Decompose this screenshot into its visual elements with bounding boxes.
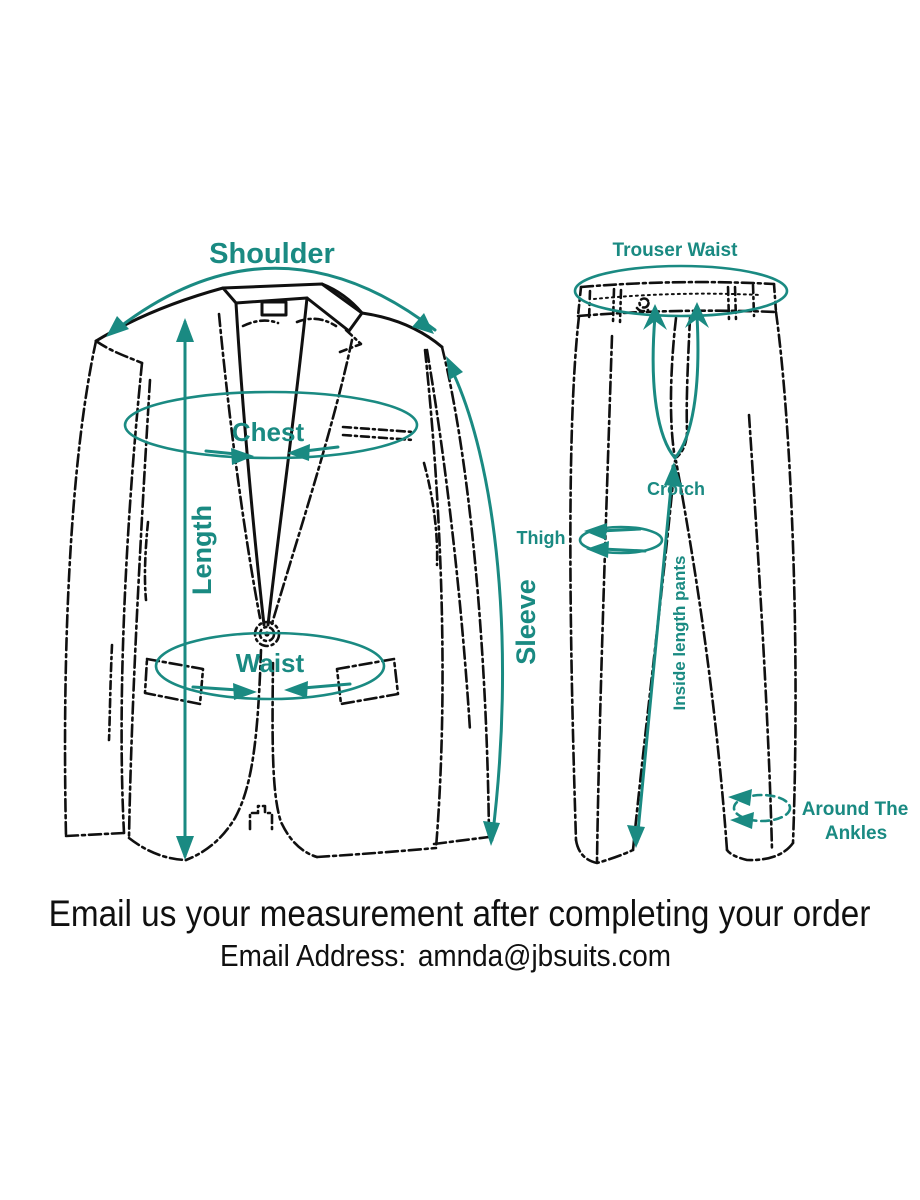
jacket-left-lapel-roll	[234, 301, 266, 627]
jacket-undercollar-curve-left	[241, 319, 280, 328]
jacket-vent-detail	[248, 804, 274, 831]
thigh-label: Thigh	[517, 528, 566, 548]
jacket-right-shoulder-seam	[320, 282, 444, 349]
sleeve-arrow-bottom	[483, 821, 500, 846]
jacket-left-body-edge	[127, 378, 152, 840]
jacket-drawing	[63, 282, 491, 862]
length-label: Length	[187, 505, 217, 595]
around-ankles-label-line2: Ankles	[825, 823, 887, 844]
footer-email-line: Email Address: amnda@jbsuits.com	[0, 938, 920, 974]
trouser-fly-right	[675, 316, 692, 459]
jacket-left-lapel-edge	[217, 312, 262, 620]
waist-arrow-left	[233, 683, 257, 700]
footer-email-address: amnda@jbsuits.com	[418, 938, 672, 973]
trouser-left-hem	[574, 838, 635, 865]
jacket-right-dart	[422, 461, 439, 567]
sleeve-curve	[446, 360, 505, 842]
measurement-diagram: Shoulder Chest Length Waist Sleeve	[63, 238, 909, 865]
trouser-clasp	[635, 297, 650, 313]
trouser-left-leg-outer	[569, 314, 581, 842]
inside-length-line	[635, 464, 675, 844]
chest-arrow-right	[287, 444, 310, 461]
jacket-hem-right	[315, 846, 438, 859]
trouser-fly-left	[669, 316, 678, 460]
inside-length-arrow-top	[664, 462, 682, 487]
shoulder-arc	[110, 266, 437, 335]
length-arrow-bottom	[176, 836, 194, 860]
chest-ellipse	[123, 390, 419, 460]
trouser-waistband-ends	[576, 282, 778, 318]
trouser-left-crease	[595, 334, 614, 863]
shoulder-arrow-left	[106, 316, 129, 337]
jacket-left-chest-crease	[143, 520, 150, 602]
jacket-left-cuff	[64, 831, 126, 838]
crotch-arrow-right	[685, 302, 709, 328]
inside-length-label: Inside length pants	[670, 556, 689, 711]
jacket-left-elbow-crease	[107, 643, 114, 742]
jacket-left-sleeve-inner	[120, 361, 144, 835]
trouser-right-inseam	[674, 459, 729, 852]
trouser-measurements: Trouser Waist Crotch Thigh Inside length…	[517, 240, 909, 848]
crotch-arrow-left	[643, 304, 667, 330]
footer-instruction-text: Email us your measurement after completi…	[49, 893, 871, 934]
jacket-right-lapel-edge	[269, 338, 354, 629]
ankle-arrow-upper	[728, 789, 752, 806]
waist-ellipse	[154, 631, 386, 701]
jacket-hem-left	[127, 836, 188, 862]
chest-arrow-left	[231, 448, 254, 465]
chest-label: Chest	[232, 417, 305, 447]
trouser-right-crease	[747, 413, 774, 852]
jacket-undercollar-curve-right	[295, 317, 338, 328]
jacket-left-pocket-flap	[143, 657, 205, 706]
crotch-loop	[651, 314, 700, 461]
trouser-waist-ellipse	[573, 264, 789, 318]
jacket-right-body-edge	[423, 348, 444, 850]
jacket-measurements: Shoulder Chest Length Waist Sleeve	[106, 238, 541, 860]
crotch-label: Crotch	[647, 479, 705, 499]
shoulder-label: Shoulder	[209, 238, 335, 270]
thigh-ellipse	[578, 525, 664, 555]
footer-email-label: Email Address:	[220, 938, 407, 973]
trouser-right-hem	[725, 841, 795, 862]
shoulder-arrow-right	[412, 313, 434, 334]
thigh-arrow-lower	[586, 541, 609, 558]
chest-arrow-stems	[204, 445, 340, 456]
thigh-arrow-upper	[584, 523, 607, 540]
ankle-ellipse	[732, 793, 792, 823]
sleeve-arrow-top	[446, 356, 463, 380]
waist-arrow-stems	[191, 682, 352, 692]
jacket-front-opening-left	[184, 648, 263, 862]
jacket-right-pocket-flap	[335, 657, 400, 706]
waist-label: Waist	[236, 648, 305, 678]
footer-email-wrap: Email Address: amnda@jbsuits.com	[221, 938, 672, 974]
length-arrow-top	[176, 318, 194, 342]
footer-instruction: Email us your measurement after completi…	[0, 893, 920, 935]
jacket-lapel-notch	[338, 328, 363, 354]
inside-length-arrow-bottom	[627, 825, 645, 848]
sleeve-label: Sleeve	[511, 579, 541, 665]
jacket-right-cuff	[432, 835, 491, 846]
trouser-waistband-bottom	[576, 309, 778, 318]
around-ankles-label-line1: Around The	[802, 799, 909, 820]
jacket-hanger-loop	[260, 300, 288, 317]
trouser-waistband-top	[579, 280, 776, 289]
jacket-right-lapel-roll	[266, 296, 309, 627]
jacket-front-opening-right	[271, 661, 319, 859]
jacket-collar	[221, 282, 364, 333]
jacket-right-sleeve-seam	[425, 348, 472, 732]
jacket-right-sleeve-outer	[440, 345, 491, 839]
waist-arrow-right	[284, 681, 308, 698]
ankle-arrow-lower	[730, 812, 754, 829]
jacket-left-armhole	[94, 339, 144, 365]
thigh-arrow-stems	[598, 527, 647, 553]
jacket-left-sleeve-outer	[63, 339, 98, 838]
trouser-right-leg-outer	[774, 310, 797, 845]
trouser-waist-label: Trouser Waist	[613, 240, 739, 261]
